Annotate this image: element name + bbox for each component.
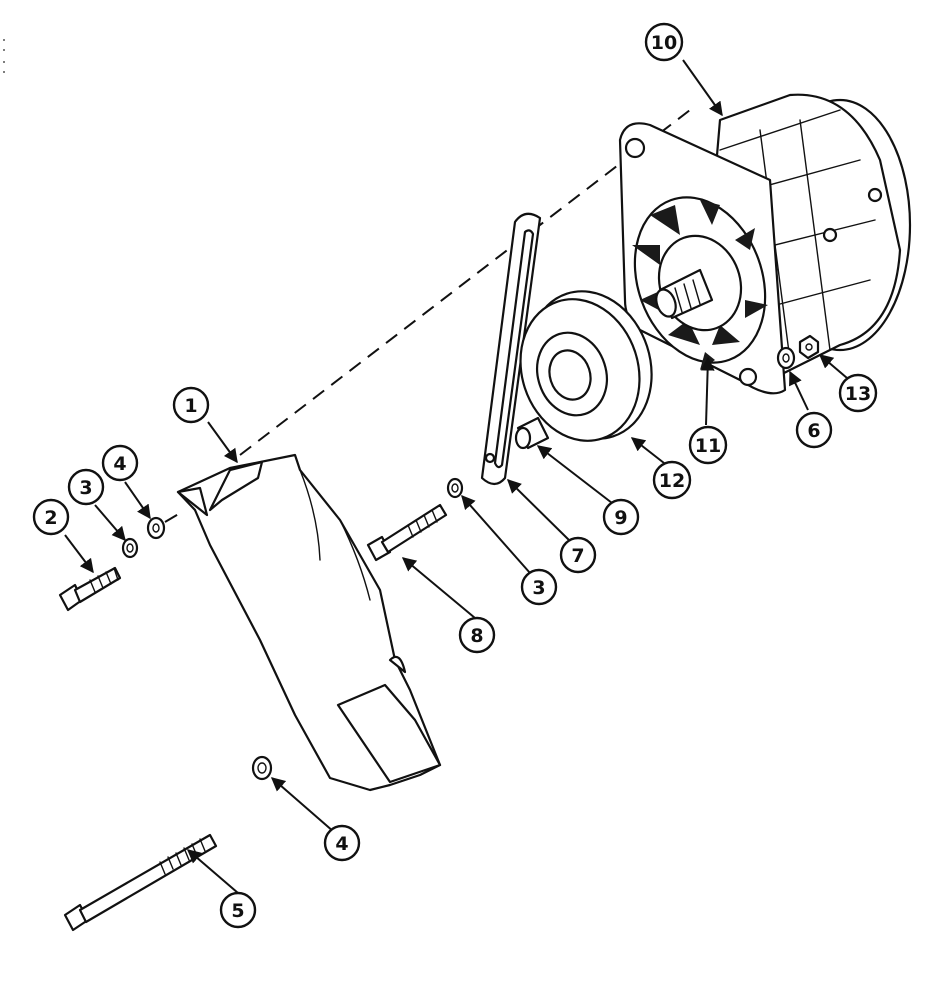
callout-3-center-label: 3	[532, 577, 545, 599]
callout-1-label: 1	[184, 395, 197, 417]
callout-10-label: 10	[651, 32, 677, 54]
callout-1: 1	[172, 386, 210, 424]
callout-2: 2	[32, 498, 70, 536]
callout-7-label: 7	[571, 545, 584, 567]
alignment-dashed-line	[239, 109, 691, 456]
washer-right	[776, 346, 796, 370]
callout-9-label: 9	[614, 507, 627, 529]
callout-7: 7	[559, 536, 597, 574]
spacer	[514, 416, 550, 450]
bolt-short	[58, 566, 122, 612]
callout-3-left-label: 3	[79, 477, 92, 499]
callout-5-label: 5	[231, 900, 244, 922]
callout-4-left-label: 4	[113, 453, 126, 475]
bolt-medium	[366, 503, 448, 562]
callout-11: 11	[688, 425, 728, 465]
adjusting-strap	[480, 212, 542, 486]
callout-6: 6	[795, 411, 833, 449]
nut-right	[798, 334, 820, 360]
callout-5: 5	[219, 891, 257, 929]
pulley	[519, 290, 653, 442]
callout-12-label: 12	[659, 470, 685, 492]
callout-13-label: 13	[845, 383, 871, 405]
alternator	[618, 93, 912, 395]
callout-4-lower-label: 4	[335, 833, 348, 855]
callout-13: 13	[838, 373, 878, 413]
flat-washer-left	[146, 516, 166, 540]
callout-2-label: 2	[44, 507, 57, 529]
callout-6-label: 6	[807, 420, 820, 442]
mounting-bracket	[176, 453, 442, 792]
callout-11-label: 11	[695, 435, 721, 457]
lock-washer-left	[121, 537, 139, 559]
bolt-long	[63, 833, 218, 932]
callout-8: 8	[458, 616, 496, 654]
lock-washer-center	[446, 477, 464, 499]
callout-3-left: 3	[67, 468, 105, 506]
callout-12: 12	[652, 460, 692, 500]
leader-lines	[64, 59, 848, 894]
callout-4-left: 4	[101, 444, 139, 482]
margin-marks	[3, 39, 5, 73]
callout-9: 9	[602, 498, 640, 536]
short-dashed-line	[164, 511, 183, 523]
callout-3-center: 3	[520, 568, 558, 606]
callout-8-label: 8	[470, 625, 483, 647]
flat-washer-lower	[251, 755, 273, 781]
callout-10: 10	[644, 22, 684, 62]
callout-4-lower: 4	[323, 824, 361, 862]
